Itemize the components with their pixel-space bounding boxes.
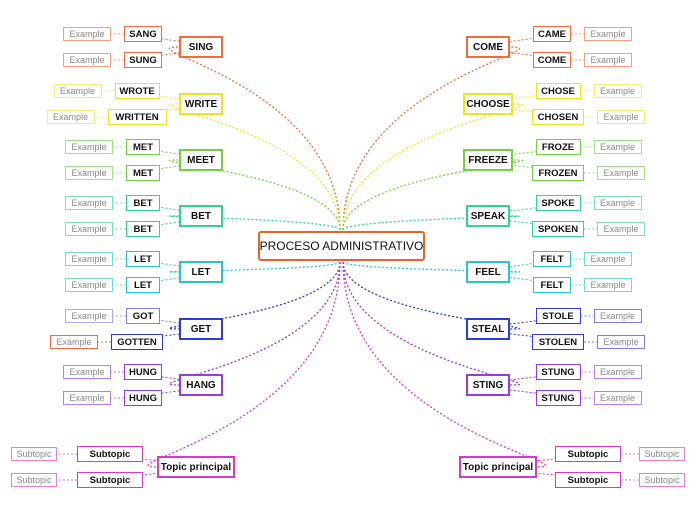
subtopic-subtopic[interactable]: Subtopic xyxy=(77,446,143,462)
subtopic-subtopic[interactable]: Subtopic xyxy=(555,446,621,462)
example-note[interactable]: Example xyxy=(63,365,111,379)
example-note[interactable]: Example xyxy=(63,53,111,67)
main-topic-sing[interactable]: SING xyxy=(179,36,223,58)
example-note[interactable]: Example xyxy=(65,166,113,180)
subtopic-hung[interactable]: HUNG xyxy=(124,364,162,380)
example-note[interactable]: Example xyxy=(597,166,645,180)
subtopic-felt[interactable]: FELT xyxy=(533,277,571,293)
example-note[interactable]: Subtopic xyxy=(639,447,685,461)
subtopic-froze[interactable]: FROZE xyxy=(535,139,581,155)
subtopic-stung[interactable]: STUNG xyxy=(535,390,581,406)
subtopic-met[interactable]: MET xyxy=(126,165,160,181)
connector-sub-right-7-1 xyxy=(458,466,622,481)
example-note[interactable]: Example xyxy=(46,110,95,124)
subtopic-gotten[interactable]: GOTTEN xyxy=(111,334,163,350)
subtopic-come[interactable]: COME xyxy=(533,52,571,68)
subtopic-written[interactable]: WRITTEN xyxy=(107,109,167,125)
subtopic-stung[interactable]: STUNG xyxy=(535,364,581,380)
subtopic-chosen[interactable]: CHOSEN xyxy=(532,109,584,125)
root-topic[interactable]: PROCESO ADMINISTRATIVO xyxy=(258,231,425,261)
example-note[interactable]: Example xyxy=(63,391,111,405)
example-note[interactable]: Example xyxy=(593,196,642,210)
example-note[interactable]: Example xyxy=(593,140,642,154)
subtopic-spoken[interactable]: SPOKEN xyxy=(532,221,584,237)
subtopic-bet[interactable]: BET xyxy=(126,221,160,237)
main-topic-meet[interactable]: MEET xyxy=(179,149,223,171)
subtopic-wrote[interactable]: WROTE xyxy=(114,83,160,99)
subtopic-bet[interactable]: BET xyxy=(126,195,160,211)
main-topic-feel[interactable]: FEEL xyxy=(466,261,510,283)
main-topic-come[interactable]: COME xyxy=(466,36,510,58)
example-note[interactable]: Example xyxy=(50,335,98,349)
example-note[interactable]: Subtopic xyxy=(11,473,57,487)
example-note[interactable]: Example xyxy=(584,278,632,292)
example-note[interactable]: Example xyxy=(65,222,113,236)
subtopic-sung[interactable]: SUNG xyxy=(124,52,162,68)
example-note[interactable]: Example xyxy=(597,222,645,236)
subtopic-subtopic[interactable]: Subtopic xyxy=(77,472,143,488)
subtopic-got[interactable]: GOT xyxy=(126,308,160,324)
main-topic-sting[interactable]: STING xyxy=(466,374,510,396)
example-note[interactable]: Example xyxy=(593,309,642,323)
connector-sub-right-7-0 xyxy=(458,453,622,468)
example-note[interactable]: Example xyxy=(65,309,113,323)
example-note[interactable]: Example xyxy=(65,196,113,210)
subtopic-chose[interactable]: CHOSE xyxy=(535,83,581,99)
example-note[interactable]: Example xyxy=(597,335,645,349)
main-topic-write[interactable]: WRITE xyxy=(179,93,223,115)
subtopic-hung[interactable]: HUNG xyxy=(124,390,162,406)
example-note[interactable]: Example xyxy=(53,84,102,98)
subtopic-subtopic[interactable]: Subtopic xyxy=(555,472,621,488)
connector-root-left-5 xyxy=(168,261,341,330)
connector-root-left-7 xyxy=(147,261,341,468)
main-topic-topic-principal[interactable]: Topic principal xyxy=(459,456,537,478)
example-note[interactable]: Example xyxy=(65,278,113,292)
example-note[interactable]: Example xyxy=(597,110,645,124)
example-note[interactable]: Example xyxy=(63,27,111,41)
main-topic-bet[interactable]: BET xyxy=(179,205,223,227)
subtopic-spoke[interactable]: SPOKE xyxy=(535,195,581,211)
connector-root-right-2 xyxy=(342,159,524,231)
example-note[interactable]: Example xyxy=(593,391,642,405)
main-topic-choose[interactable]: CHOOSE xyxy=(463,93,513,115)
main-topic-freeze[interactable]: FREEZE xyxy=(463,149,513,171)
subtopic-met[interactable]: MET xyxy=(126,139,160,155)
connector-root-left-0 xyxy=(168,46,341,231)
example-note[interactable]: Example xyxy=(65,140,113,154)
example-note[interactable]: Example xyxy=(584,252,632,266)
subtopic-let[interactable]: LET xyxy=(126,251,160,267)
main-topic-get[interactable]: GET xyxy=(179,318,223,340)
example-note[interactable]: Example xyxy=(65,252,113,266)
example-note[interactable]: Example xyxy=(584,27,632,41)
connector-root-right-7 xyxy=(342,261,547,468)
main-topic-hang[interactable]: HANG xyxy=(179,374,223,396)
example-note[interactable]: Subtopic xyxy=(11,447,57,461)
main-topic-speak[interactable]: SPEAK xyxy=(466,205,510,227)
connector-root-right-5 xyxy=(342,261,521,330)
main-topic-topic-principal[interactable]: Topic principal xyxy=(157,456,235,478)
subtopic-sang[interactable]: SANG xyxy=(124,26,162,42)
subtopic-came[interactable]: CAME xyxy=(533,26,571,42)
connector-root-right-0 xyxy=(342,46,520,231)
connector-root-left-6 xyxy=(168,261,341,386)
main-topic-let[interactable]: LET xyxy=(179,261,223,283)
connector-root-left-1 xyxy=(168,103,341,231)
connector-root-right-6 xyxy=(342,261,521,386)
main-topic-steal[interactable]: STEAL xyxy=(466,318,510,340)
example-note[interactable]: Subtopic xyxy=(639,473,685,487)
subtopic-let[interactable]: LET xyxy=(126,277,160,293)
example-note[interactable]: Example xyxy=(584,53,632,67)
subtopic-stolen[interactable]: STOLEN xyxy=(532,334,584,350)
subtopic-frozen[interactable]: FROZEN xyxy=(532,165,584,181)
example-note[interactable]: Example xyxy=(593,365,642,379)
subtopic-stole[interactable]: STOLE xyxy=(535,308,581,324)
subtopic-felt[interactable]: FELT xyxy=(533,251,571,267)
connector-root-right-4 xyxy=(342,261,521,273)
example-note[interactable]: Example xyxy=(593,84,642,98)
